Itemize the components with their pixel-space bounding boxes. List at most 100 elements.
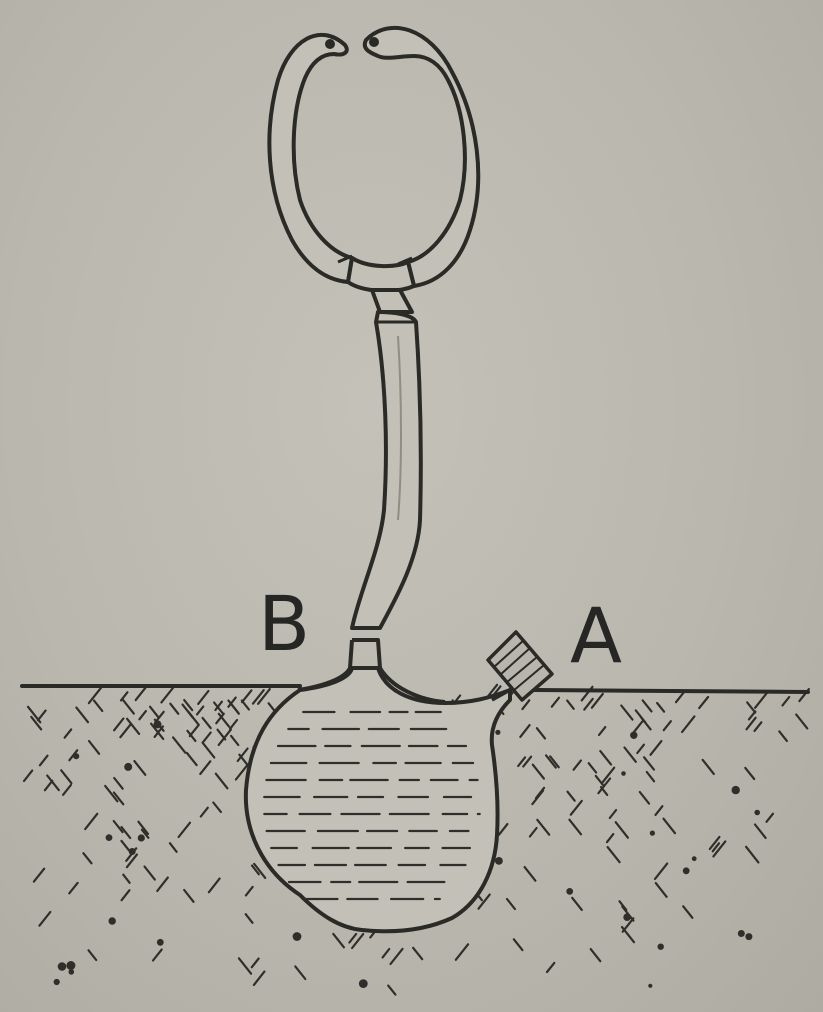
soil-hatch-stroke xyxy=(796,715,807,729)
soil-pebble xyxy=(54,979,60,985)
soil-pebble xyxy=(738,930,745,937)
soil-pebble xyxy=(359,979,368,988)
label-b: B xyxy=(258,586,310,662)
soil-hatch-stroke xyxy=(253,690,264,703)
soil-hatch-stroke xyxy=(568,792,575,801)
soil-hatch-stroke xyxy=(203,718,211,728)
soil-hatch-stroke xyxy=(599,727,605,735)
soil-hatch-stroke xyxy=(122,841,129,850)
soil-hatch-stroke xyxy=(533,765,544,779)
soil-hatch-stroke xyxy=(537,820,549,835)
soil-hatch-stroke xyxy=(213,803,221,813)
soil-hatch-stroke xyxy=(413,948,422,959)
soil-hatch-stroke xyxy=(621,706,632,720)
soil-pebble xyxy=(745,933,752,940)
soil-hatch-stroke xyxy=(85,814,97,829)
soil-pebble xyxy=(658,944,664,950)
soil-hatch-stroke xyxy=(530,828,537,837)
soil-hatch-stroke xyxy=(755,693,767,708)
soil-hatch-stroke xyxy=(65,729,72,737)
soil-hatch-stroke xyxy=(120,725,130,737)
soil-hatch-stroke xyxy=(391,949,403,964)
soil-hatch-stroke xyxy=(572,898,582,910)
soil-hatch-stroke xyxy=(591,949,601,961)
soil-hatch-stroke xyxy=(204,733,211,742)
soil-hatch-stroke xyxy=(40,756,48,766)
soil-hatch-stroke xyxy=(746,847,758,863)
soil-hatch-stroke xyxy=(89,741,99,754)
soil-hatch-stroke xyxy=(456,944,468,960)
soil-pebble xyxy=(754,810,760,816)
soil-pebble xyxy=(129,848,136,855)
soil-hatch-stroke xyxy=(520,725,529,737)
soil-hatch-stroke xyxy=(682,716,694,732)
soil-pebble xyxy=(109,917,116,924)
soil-hatch-stroke xyxy=(246,914,253,923)
soil-hatch-stroke xyxy=(636,710,645,722)
soil-hatch-stroke xyxy=(153,950,162,961)
soil-hatch-stroke xyxy=(39,912,50,926)
soil-hatch-stroke xyxy=(767,814,774,822)
soil-pebble xyxy=(69,969,75,975)
soil-hatch-stroke xyxy=(569,820,581,835)
soil-hatch-stroke xyxy=(173,737,185,752)
soil-hatch-stroke xyxy=(596,776,603,785)
soil-hatch-stroke xyxy=(637,745,644,753)
soil-hatch-stroke xyxy=(94,701,102,711)
soil-hatch-stroke xyxy=(383,949,390,957)
soil-hatch-stroke xyxy=(219,714,229,727)
soil-hatch-stroke xyxy=(203,743,215,758)
soil-hatch-stroke xyxy=(183,705,193,718)
soil-pebble xyxy=(58,962,67,971)
soil-hatch-stroke xyxy=(34,869,44,882)
soil-hatch-stroke xyxy=(522,700,529,709)
soil-hatch-stroke xyxy=(89,950,97,960)
soil-hatch-stroke xyxy=(664,819,676,834)
soil-hatch-stroke xyxy=(745,768,754,779)
soil-hatch-stroke xyxy=(532,791,543,805)
soil-hatch-stroke xyxy=(525,867,536,881)
soil-pebble xyxy=(566,888,573,895)
soil-hatch-stroke xyxy=(655,864,667,879)
soil-hatch-stroke xyxy=(123,875,129,883)
soil-hatch-stroke xyxy=(657,703,664,712)
soil-hatch-stroke xyxy=(703,760,714,774)
label-a: A xyxy=(570,598,622,674)
soil-hatch-stroke xyxy=(755,722,762,731)
soil-hatch-stroke xyxy=(783,697,790,705)
soil-hatch-stroke xyxy=(187,753,197,765)
soil-hatch-stroke xyxy=(198,691,208,704)
soil-hatch-stroke xyxy=(145,867,155,880)
soil-pebble xyxy=(154,720,162,728)
soil-hatch-stroke xyxy=(633,722,642,733)
ground-line xyxy=(22,686,808,692)
soil-hatch-stroke xyxy=(38,711,46,721)
soil-pebble xyxy=(124,763,132,771)
soil-hatch-stroke xyxy=(349,934,356,943)
soil-pebble xyxy=(692,856,697,861)
soil-hatch-stroke xyxy=(608,847,620,862)
soil-hatch-stroke xyxy=(574,761,581,770)
soil-hatch-stroke xyxy=(239,958,251,973)
soil-hatch-stroke xyxy=(216,774,228,789)
soil-hatch-stroke xyxy=(779,731,787,741)
soil-hatch-stroke xyxy=(571,801,582,815)
soil-hatch-stroke xyxy=(139,711,146,719)
soil-hatch-stroke xyxy=(683,906,692,918)
soil-pebble xyxy=(73,753,79,759)
soil-hatch-stroke xyxy=(197,707,203,715)
soil-pebble xyxy=(495,730,500,735)
soil-pebble xyxy=(66,961,75,970)
soil-hatch-stroke xyxy=(600,751,611,764)
soil-hatch-stroke xyxy=(184,890,193,902)
soil-hatch-stroke xyxy=(625,748,636,762)
soil-hatch-stroke xyxy=(640,792,649,804)
soil-pebble xyxy=(732,786,740,794)
soil-pebble xyxy=(106,834,113,841)
soil-hatch-stroke xyxy=(61,770,71,783)
soil-hatch-stroke xyxy=(601,787,607,795)
soil-pebble xyxy=(683,867,690,874)
soil-hatch-stroke xyxy=(651,741,662,755)
soil-pebble xyxy=(630,732,637,739)
